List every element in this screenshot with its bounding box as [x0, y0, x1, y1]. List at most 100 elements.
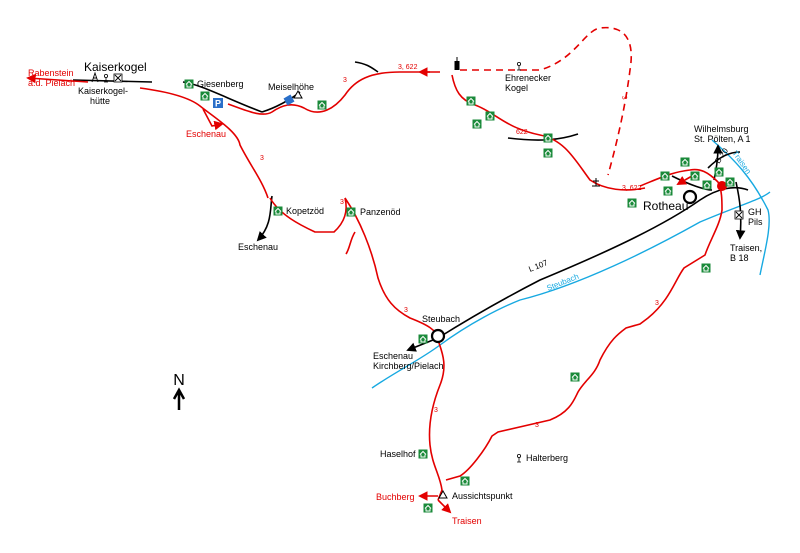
gh-label-2: Pils: [748, 217, 763, 227]
trail-panzen-spur: [345, 231, 356, 255]
trail-traisen: [437, 499, 452, 514]
poi-icons: P: [91, 57, 744, 499]
trail-kaiserkogel-rabenstein: [26, 73, 89, 84]
trail-steubach-south: [428, 339, 445, 501]
trails: [26, 26, 723, 514]
road-kaiserkogel-giesenberg: [72, 79, 153, 83]
north-arrow-icon: [172, 387, 186, 410]
trail-top-rotheau: [451, 74, 646, 191]
trail-panzenoed-steubach: [344, 197, 439, 339]
ehrenecker-label-1: Ehrenecker: [505, 73, 551, 83]
road-b20: [707, 151, 741, 169]
eschenau-black-label: Eschenau: [238, 242, 278, 252]
traisen-road-label-1: Traisen,: [730, 243, 762, 253]
wilhelmsburg-label-1: Wilhelmsburg: [694, 124, 749, 134]
lookout-tower-icon: [516, 454, 522, 463]
eschenau-kirchberg-label-2: Kirchberg/Pielach: [373, 361, 444, 371]
rabenstein-label-2: a.d. Pielach: [28, 78, 75, 88]
aussichtspunkt-label: Aussichtspunkt: [452, 491, 513, 501]
hut-markers: [184, 79, 735, 513]
lookout-tower-icon: [516, 62, 522, 71]
road-top-622: [354, 61, 379, 73]
parking-label: P: [215, 99, 221, 109]
crossed-cutlery-icon: [734, 210, 744, 220]
steubach-place-label: Steubach: [422, 314, 460, 324]
traisen-road-label-2: B 18: [730, 253, 749, 263]
route-label: 3: [620, 95, 628, 100]
parking-icon: P: [213, 98, 223, 109]
road-l107: [437, 186, 749, 339]
ehrenecker-label-2: Kogel: [505, 83, 528, 93]
route-label: 3, 622: [622, 185, 642, 192]
kopetzoed-label: Kopetzöd: [286, 206, 324, 216]
green-hut-icon: [702, 180, 712, 190]
green-hut-icon: [423, 503, 433, 513]
kaiserkogel-huette-label-1: Kaiserkogel-: [78, 86, 128, 96]
traisen-label: Traisen: [730, 149, 753, 176]
trail-kaiserkogel-giesenberg: [139, 87, 269, 199]
green-hut-icon: [714, 167, 724, 177]
rabenstein-label-1: Rabenstein: [28, 68, 74, 78]
green-hut-icon: [627, 198, 637, 208]
trail-giesenberg-meisel: [227, 71, 440, 115]
rivers: [371, 139, 771, 389]
route-label: 3: [343, 77, 347, 84]
green-hut-icon: [184, 79, 194, 89]
trail-rotheau-marker: [676, 175, 693, 185]
north-label: N: [173, 372, 185, 389]
route-label: 3: [535, 422, 539, 429]
route-label: 3: [340, 199, 344, 206]
place-labels: Kaiserkogel Kaiserkogel- hütte Giesenber…: [78, 60, 763, 501]
giesenberg-label: Giesenberg: [197, 79, 244, 89]
green-hut-icon: [660, 171, 670, 181]
trail-eschenau-red: [202, 108, 224, 131]
green-hut-icon: [466, 96, 476, 106]
north-arrow: N: [172, 372, 186, 410]
meisel-parking-icon: [283, 94, 295, 106]
rotheau-label: Rotheau: [643, 199, 688, 213]
kaiserkogel-label: Kaiserkogel: [84, 60, 147, 74]
green-hut-icon: [663, 186, 673, 196]
route-label: 3: [655, 300, 659, 307]
green-hut-icon: [543, 148, 553, 158]
exit-labels: Rabenstein a.d. Pielach Eschenau Eschena…: [28, 68, 762, 526]
road-eschenau-west: [256, 195, 273, 242]
green-hut-icon: [485, 111, 495, 121]
summit-triangle-icon: [438, 489, 448, 499]
green-hut-icon: [418, 334, 428, 344]
route-label: 3: [404, 307, 408, 314]
rotheau-village-marker: [682, 189, 698, 205]
steubach-village-marker: [430, 328, 446, 344]
buchberg-label: Buchberg: [376, 492, 415, 502]
panzenoed-label: Panzenöd: [360, 207, 401, 217]
wayside-cross-icon: [592, 178, 600, 187]
green-hut-icon: [725, 177, 735, 187]
route-label: 622: [516, 129, 528, 136]
green-hut-icon: [570, 372, 580, 382]
green-hut-icon: [346, 207, 356, 217]
b20-label: B 20: [713, 146, 730, 165]
green-hut-icon: [273, 206, 283, 216]
lookout-tower-icon: [91, 71, 99, 83]
green-hut-icon: [418, 449, 428, 459]
meiselhoehe-label: Meiselhöhe: [268, 82, 314, 92]
route-label: 3: [260, 155, 264, 162]
road-wilhelmsburg: [713, 144, 723, 181]
green-hut-icon: [701, 263, 711, 273]
halterberg-label: Halterberg: [526, 453, 568, 463]
green-hut-icon: [317, 100, 327, 110]
route-label: 3, 622: [398, 64, 418, 71]
green-hut-icon: [680, 157, 690, 167]
green-hut-icon: [543, 133, 553, 143]
eschenau-kirchberg-label-1: Eschenau: [373, 351, 413, 361]
eschenau-red-label: Eschenau: [186, 129, 226, 139]
traisen-red-label: Traisen: [452, 516, 482, 526]
green-hut-icon: [472, 119, 482, 129]
chapel-icon: [103, 74, 109, 83]
wilhelmsburg-label-2: St. Pölten, A 1: [694, 134, 751, 144]
green-hut-icon: [200, 91, 210, 101]
green-hut-icon: [690, 171, 700, 181]
traisen-river: [711, 139, 770, 276]
crossed-cutlery-icon: [113, 73, 123, 83]
